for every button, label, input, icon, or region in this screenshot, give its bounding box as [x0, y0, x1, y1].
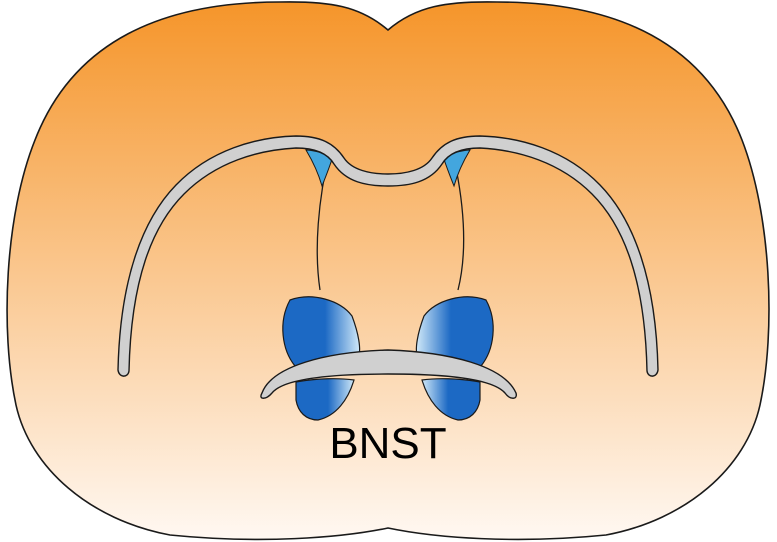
- bnst-left-lower: [295, 378, 355, 421]
- anterior-commissure: [260, 349, 518, 399]
- bnst-right-lower: [421, 378, 481, 421]
- brain-outline: [6, 1, 770, 541]
- bnst-label: BNST: [329, 419, 446, 468]
- corpus-callosum: [117, 135, 659, 377]
